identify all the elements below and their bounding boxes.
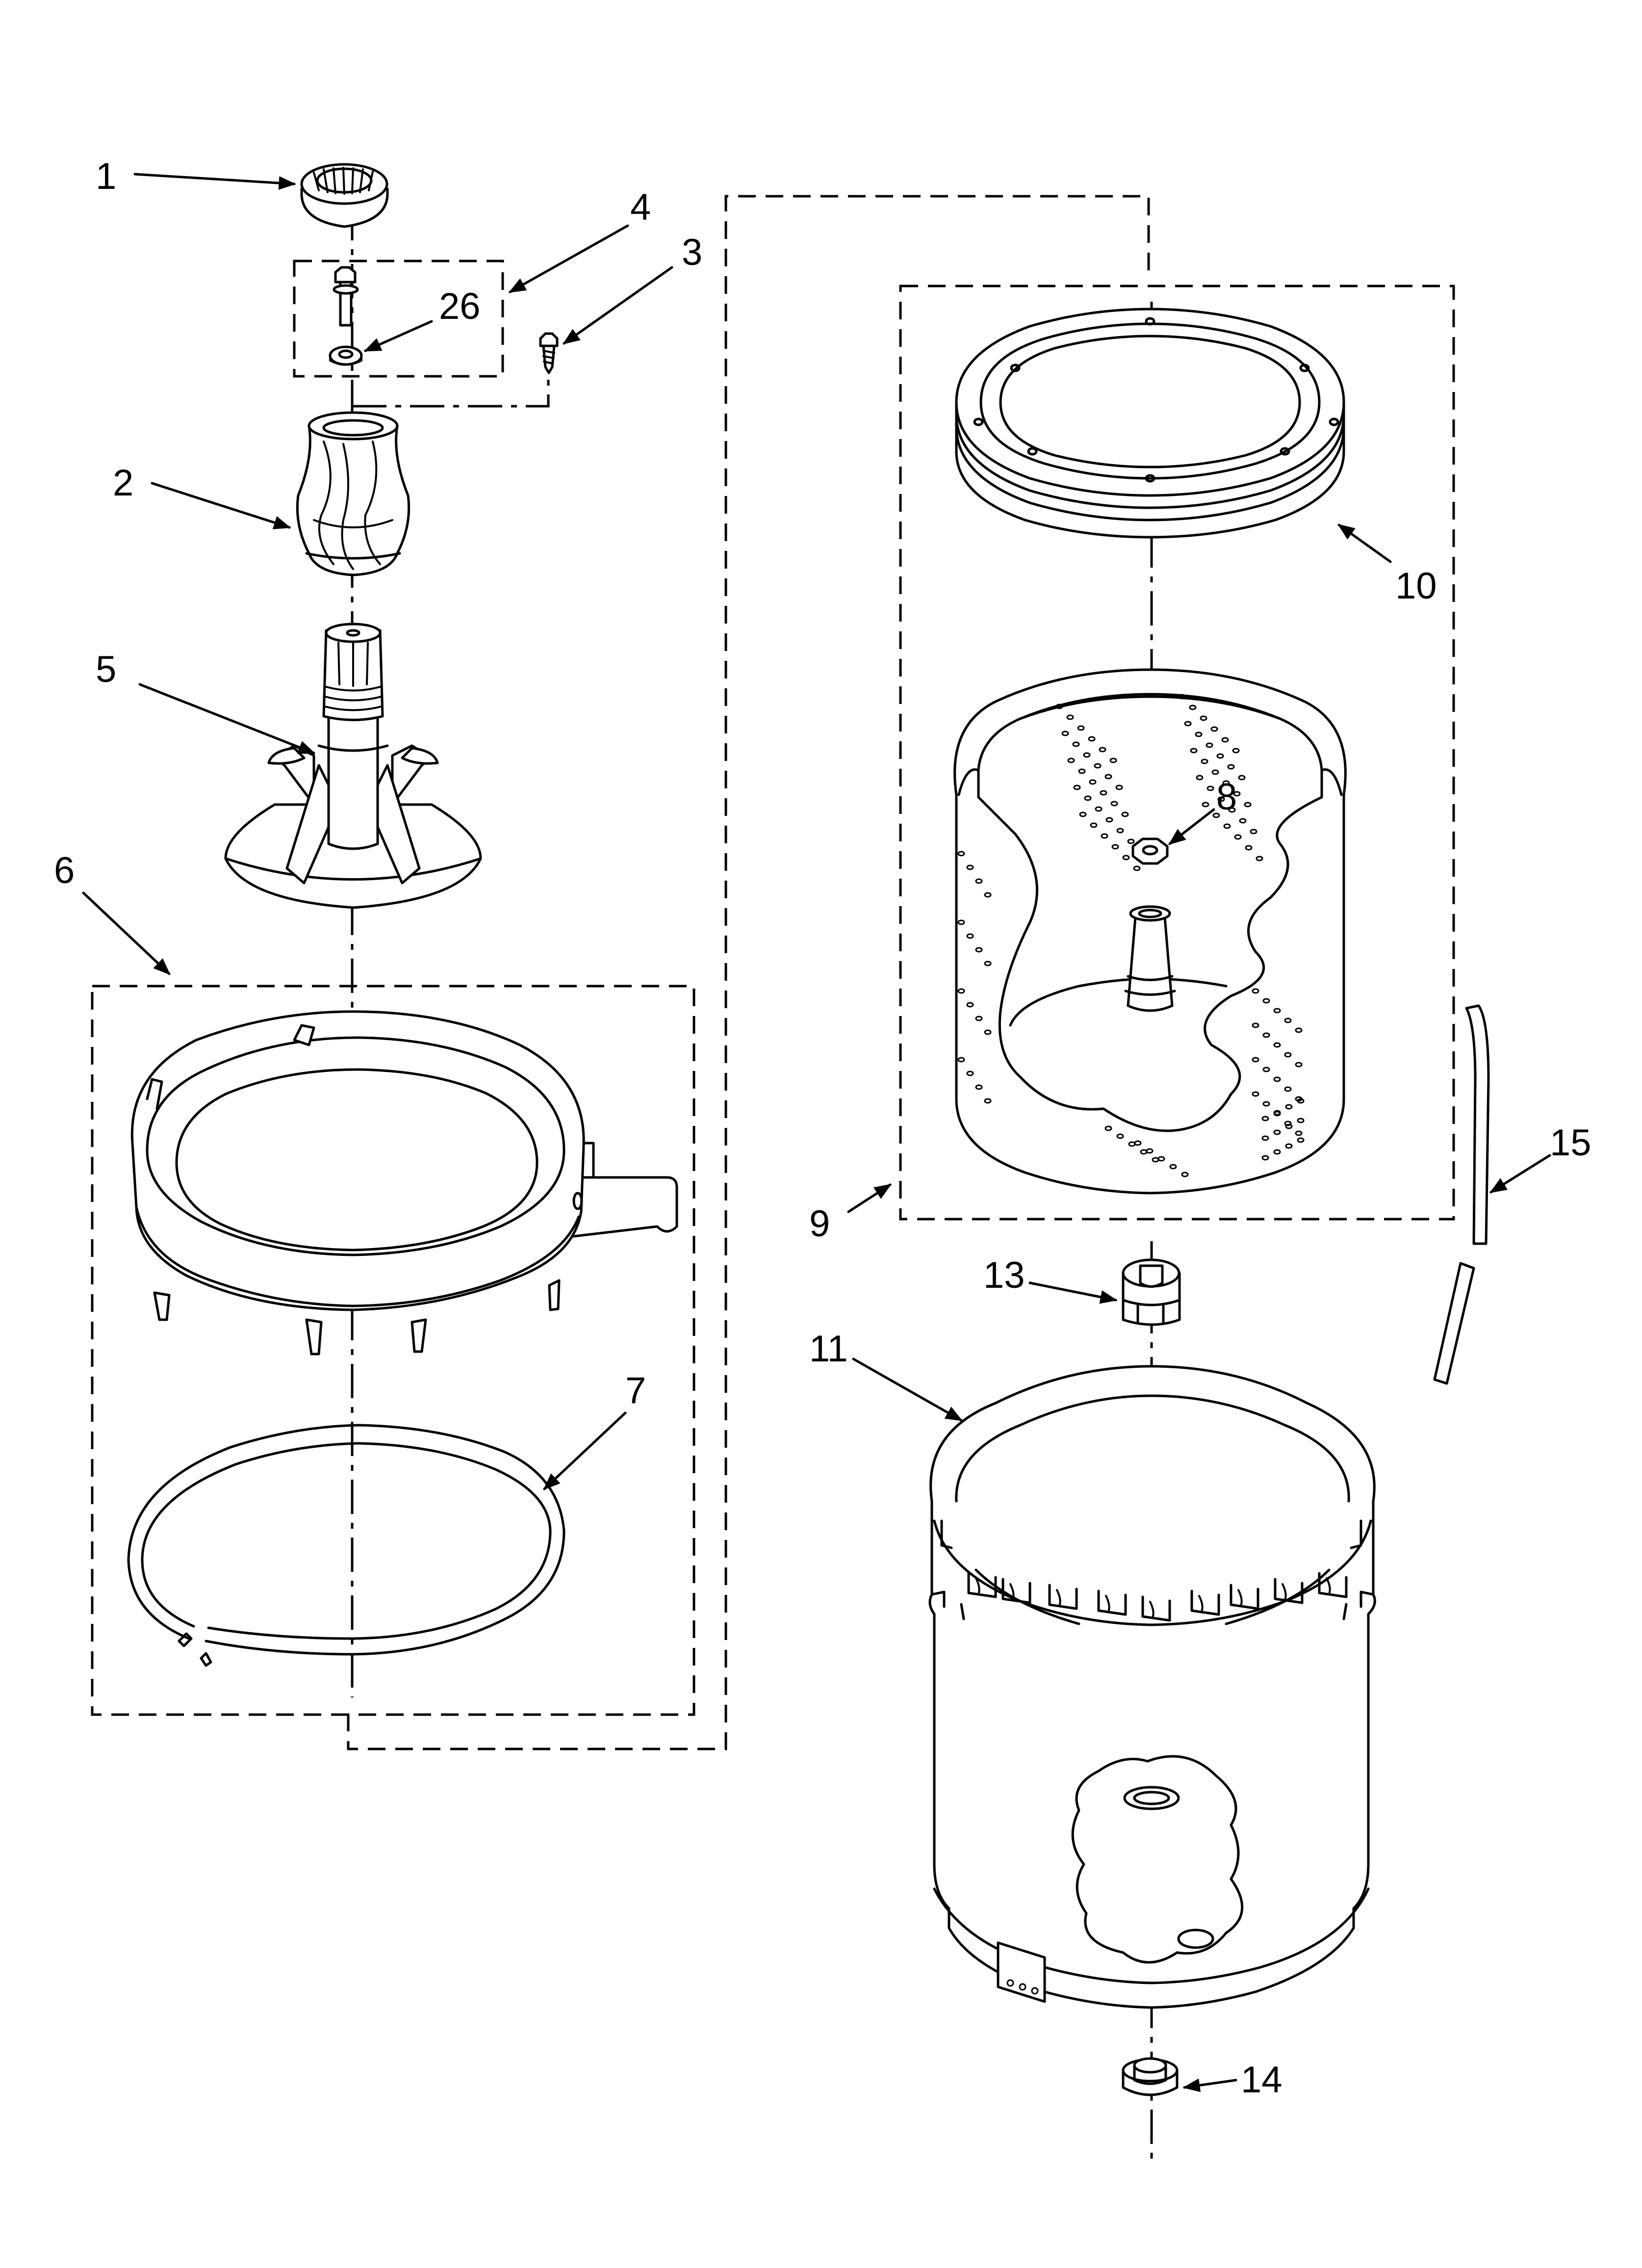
tub-grommet xyxy=(1122,2057,1179,2096)
agitator-cam xyxy=(296,411,410,576)
agitator-bolt xyxy=(333,266,359,327)
agitator-cap xyxy=(300,163,389,228)
callout-9: 9 xyxy=(809,1203,830,1245)
basket-drive-ring xyxy=(955,308,1345,539)
callout-1: 1 xyxy=(96,156,116,197)
callout-3: 3 xyxy=(682,232,702,273)
callout-15: 15 xyxy=(1550,1122,1591,1164)
bolt-kit-group-box xyxy=(293,260,504,378)
center-line-screw xyxy=(352,368,550,408)
callout-11: 11 xyxy=(809,1328,848,1370)
balance-ring-group-box xyxy=(91,985,695,1716)
outer-tub xyxy=(928,1365,1376,2009)
group-connector-line xyxy=(347,195,1150,1750)
screw xyxy=(539,332,559,374)
basket-group-box xyxy=(899,285,1455,1221)
spin-basket xyxy=(953,668,1347,1195)
agitator-base xyxy=(224,623,482,909)
callout-7: 7 xyxy=(625,1370,646,1411)
callout-26: 26 xyxy=(439,286,481,327)
tub-ring xyxy=(130,1010,678,1356)
hub-nut xyxy=(1131,837,1169,865)
callout-14: 14 xyxy=(1241,2059,1283,2101)
callout-2: 2 xyxy=(113,462,133,504)
leader-arrows xyxy=(82,173,1551,2092)
callout-10: 10 xyxy=(1395,565,1437,607)
callout-13: 13 xyxy=(983,1254,1025,1296)
outer-tub-slots xyxy=(967,1572,1348,1622)
callout-4: 4 xyxy=(630,186,651,228)
callout-8: 8 xyxy=(1216,776,1237,818)
hose xyxy=(1433,1004,1490,1385)
snap-ring xyxy=(127,1424,565,1667)
bolt-washer xyxy=(329,345,363,366)
callout-5: 5 xyxy=(96,649,116,690)
basket-perforations xyxy=(957,694,1305,1177)
drive-coupling xyxy=(1122,1258,1181,1326)
callout-6: 6 xyxy=(54,850,75,891)
